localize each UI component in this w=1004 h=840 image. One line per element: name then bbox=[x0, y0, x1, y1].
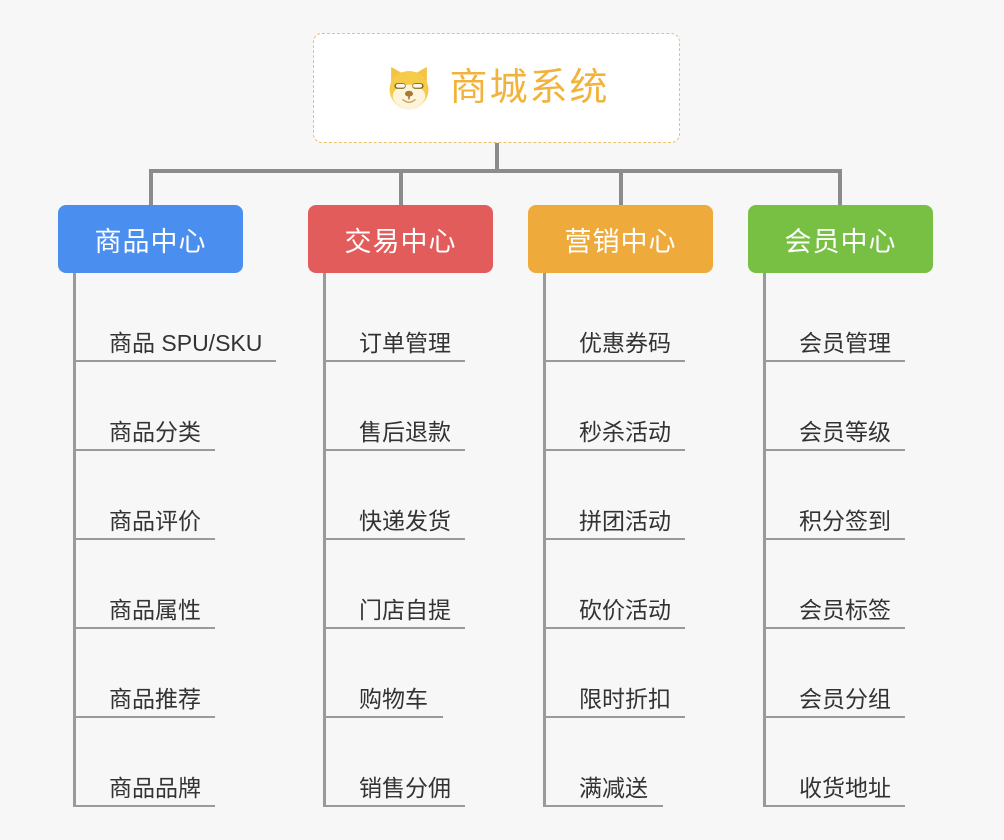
leaf-item-label: 满减送 bbox=[579, 774, 648, 801]
leaf-item-label: 商品属性 bbox=[109, 596, 201, 623]
leaf-item[interactable]: 会员等级 bbox=[763, 362, 905, 451]
leaf-item[interactable]: 快递发货 bbox=[323, 451, 465, 540]
category-header-2[interactable]: 交易中心 bbox=[308, 205, 493, 273]
leaf-item-underline bbox=[543, 360, 685, 362]
leaf-item-underline bbox=[543, 805, 663, 807]
category-header-1[interactable]: 商品中心 bbox=[58, 205, 243, 273]
leaf-item[interactable]: 销售分佣 bbox=[323, 718, 465, 807]
leaf-item[interactable]: 优惠券码 bbox=[543, 273, 685, 362]
category-title-1: 商品中心 bbox=[94, 226, 207, 257]
connector-drop-1 bbox=[149, 169, 153, 207]
leaf-item-label: 会员管理 bbox=[799, 329, 891, 356]
leaf-item[interactable]: 会员管理 bbox=[763, 273, 905, 362]
leaf-item-label: 会员标签 bbox=[799, 596, 891, 623]
leaf-item[interactable]: 商品 SPU/SKU bbox=[73, 273, 276, 362]
leaf-item[interactable]: 收货地址 bbox=[763, 718, 905, 807]
leaf-item-label: 商品评价 bbox=[109, 507, 201, 534]
leaf-item-label: 秒杀活动 bbox=[579, 418, 671, 445]
leaf-item-underline bbox=[763, 716, 905, 718]
leaf-item-underline bbox=[763, 805, 905, 807]
leaf-item-underline bbox=[323, 716, 443, 718]
leaf-item[interactable]: 售后退款 bbox=[323, 362, 465, 451]
leaf-item[interactable]: 购物车 bbox=[323, 629, 443, 718]
leaf-item-label: 拼团活动 bbox=[579, 507, 671, 534]
leaf-trunk-2 bbox=[323, 273, 326, 807]
leaf-item-label: 售后退款 bbox=[359, 418, 451, 445]
leaf-trunk-3 bbox=[543, 273, 546, 807]
leaf-item-label: 购物车 bbox=[359, 685, 428, 712]
root-title: 商城系统 bbox=[449, 67, 610, 109]
leaf-item[interactable]: 会员标签 bbox=[763, 540, 905, 629]
leaf-item[interactable]: 门店自提 bbox=[323, 540, 465, 629]
root-node[interactable]: 商城系统 bbox=[313, 33, 680, 143]
leaf-item[interactable]: 商品推荐 bbox=[73, 629, 215, 718]
leaf-item-underline bbox=[763, 627, 905, 629]
leaf-item-underline bbox=[323, 538, 465, 540]
connector-drop-3 bbox=[619, 169, 623, 207]
leaf-item-underline bbox=[543, 716, 685, 718]
leaf-item[interactable]: 商品分类 bbox=[73, 362, 215, 451]
leaf-item[interactable]: 订单管理 bbox=[323, 273, 465, 362]
category-title-2: 交易中心 bbox=[344, 226, 457, 257]
leaf-item-label: 商品品牌 bbox=[109, 774, 201, 801]
shiba-dog-icon bbox=[389, 66, 429, 110]
leaf-trunk-1 bbox=[73, 273, 76, 807]
leaf-item-underline bbox=[73, 360, 276, 362]
connector-horizontal-bus bbox=[149, 169, 841, 173]
leaf-item-label: 订单管理 bbox=[359, 329, 451, 356]
leaf-item[interactable]: 拼团活动 bbox=[543, 451, 685, 540]
leaf-item-label: 商品推荐 bbox=[109, 685, 201, 712]
leaf-item-underline bbox=[763, 449, 905, 451]
leaf-item-label: 门店自提 bbox=[359, 596, 451, 623]
leaf-item-underline bbox=[323, 627, 465, 629]
leaf-item-underline bbox=[73, 716, 215, 718]
leaf-item[interactable]: 会员分组 bbox=[763, 629, 905, 718]
leaf-item-underline bbox=[543, 538, 685, 540]
category-header-4[interactable]: 会员中心 bbox=[748, 205, 933, 273]
category-title-4: 会员中心 bbox=[784, 226, 897, 257]
leaf-trunk-4 bbox=[763, 273, 766, 807]
leaf-item-underline bbox=[73, 449, 215, 451]
leaf-item-label: 快递发货 bbox=[359, 507, 451, 534]
leaf-item[interactable]: 满减送 bbox=[543, 718, 663, 807]
category-header-3[interactable]: 营销中心 bbox=[528, 205, 713, 273]
leaf-item[interactable]: 限时折扣 bbox=[543, 629, 685, 718]
leaf-item-label: 砍价活动 bbox=[579, 596, 671, 623]
leaf-item-underline bbox=[543, 627, 685, 629]
leaf-item-label: 销售分佣 bbox=[359, 774, 451, 801]
leaf-item[interactable]: 秒杀活动 bbox=[543, 362, 685, 451]
connector-root-stem bbox=[495, 143, 499, 171]
connector-drop-2 bbox=[399, 169, 403, 207]
leaf-item-label: 会员分组 bbox=[799, 685, 891, 712]
leaf-item-underline bbox=[73, 538, 215, 540]
leaf-item-label: 商品 SPU/SKU bbox=[109, 329, 263, 356]
leaf-item[interactable]: 商品属性 bbox=[73, 540, 215, 629]
leaf-item-underline bbox=[323, 360, 465, 362]
leaf-item-underline bbox=[73, 805, 215, 807]
leaf-item[interactable]: 砍价活动 bbox=[543, 540, 685, 629]
leaf-item[interactable]: 商品评价 bbox=[73, 451, 215, 540]
connector-drop-4 bbox=[838, 169, 842, 207]
leaf-item[interactable]: 积分签到 bbox=[763, 451, 905, 540]
leaf-item[interactable]: 商品品牌 bbox=[73, 718, 215, 807]
leaf-item-underline bbox=[763, 360, 905, 362]
leaf-item-label: 限时折扣 bbox=[579, 685, 671, 712]
leaf-item-underline bbox=[73, 627, 215, 629]
leaf-item-label: 会员等级 bbox=[799, 418, 891, 445]
leaf-item-underline bbox=[543, 449, 685, 451]
leaf-item-label: 收货地址 bbox=[799, 774, 891, 801]
category-title-3: 营销中心 bbox=[564, 226, 677, 257]
leaf-item-label: 商品分类 bbox=[109, 418, 201, 445]
leaf-item-underline bbox=[323, 449, 465, 451]
leaf-item-label: 优惠券码 bbox=[579, 329, 671, 356]
leaf-item-underline bbox=[763, 538, 905, 540]
leaf-item-underline bbox=[323, 805, 465, 807]
leaf-item-label: 积分签到 bbox=[799, 507, 891, 534]
